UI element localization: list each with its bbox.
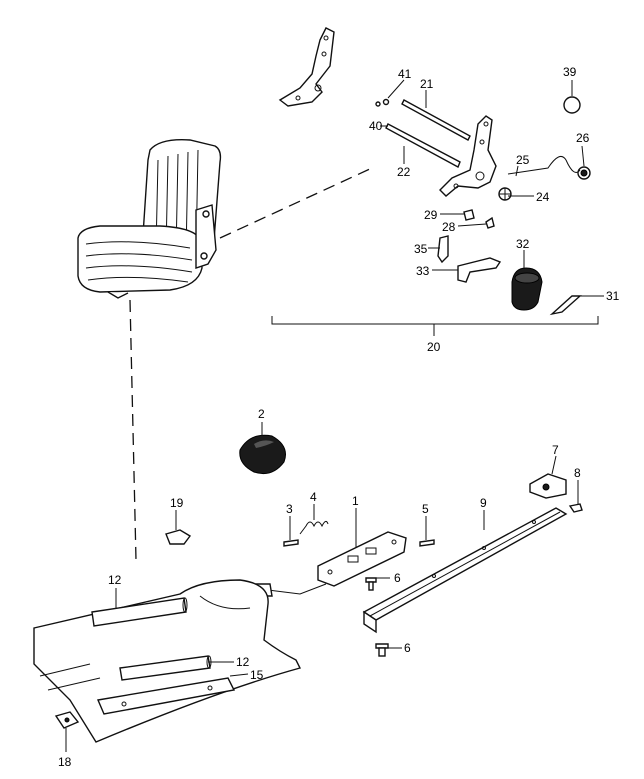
callout-2: 2: [258, 407, 265, 421]
callout-5: 5: [422, 502, 429, 516]
callout-7: 7: [552, 443, 559, 457]
clip-19: [165, 529, 192, 545]
spring-4: [299, 520, 329, 535]
bracket-20: [271, 316, 599, 336]
knob-2: [239, 434, 286, 475]
knob-32: [511, 267, 543, 311]
spring-clip-31: [549, 295, 582, 316]
callout-33: 33: [416, 264, 430, 278]
guide-tube-12-lower: [119, 655, 212, 681]
callout-12-lower: 12: [236, 655, 250, 669]
callout-29: 29: [424, 208, 438, 222]
clip-18: [54, 711, 80, 729]
leader-lines: [65, 79, 604, 752]
pin-5: [419, 539, 435, 547]
callout-20: 20: [427, 340, 441, 354]
callout-3: 3: [286, 502, 293, 516]
pin-3: [283, 539, 299, 547]
pin-35: [437, 235, 449, 264]
runner-15: [97, 677, 236, 715]
dashed-leader-lines: [129, 167, 373, 561]
callout-19: 19: [170, 496, 184, 510]
callout-18: 18: [58, 755, 72, 769]
callout-9: 9: [480, 496, 487, 510]
bracket-7: [529, 473, 567, 499]
callout-6-upper: 6: [394, 571, 401, 585]
gear-24: [498, 187, 512, 201]
callout-22: 22: [397, 165, 411, 179]
hinge-bracket-lower: [439, 115, 497, 197]
callout-labels: 41 21 40 22 39 26 25 24 29 28 35 33 32 3…: [58, 65, 620, 769]
callout-26: 26: [576, 131, 590, 145]
callout-35: 35: [414, 242, 428, 256]
callout-40: 40: [369, 119, 383, 133]
hinge-bracket-upper: [278, 27, 335, 107]
callout-25: 25: [516, 153, 530, 167]
callout-41: 41: [398, 67, 412, 81]
callout-32: 32: [516, 237, 530, 251]
bolt-6-upper: [365, 577, 377, 591]
lever-33: [457, 257, 502, 283]
callout-8: 8: [574, 466, 581, 480]
callout-31: 31: [606, 289, 620, 303]
spring-washer-26: [577, 166, 591, 180]
bolt-6-lower: [375, 643, 389, 657]
rod-21: [401, 99, 471, 141]
seat-illustration: [77, 139, 222, 299]
callout-24: 24: [536, 190, 550, 204]
callout-12-upper: 12: [108, 573, 122, 587]
mechanism-plate-1: [317, 531, 407, 587]
callout-6-lower: 6: [404, 641, 411, 655]
callout-1: 1: [352, 494, 359, 508]
callout-21: 21: [420, 77, 434, 91]
clip-28: [485, 216, 495, 229]
clip-29: [463, 209, 475, 221]
small-pins-40-41: [375, 98, 390, 107]
callout-28: 28: [442, 220, 456, 234]
callout-39: 39: [563, 65, 577, 79]
seat-rail-9: [362, 507, 568, 634]
bolt-8: [568, 503, 583, 513]
callout-4: 4: [310, 490, 317, 504]
guide-tube-12-upper: [91, 597, 188, 627]
callout-15: 15: [250, 668, 264, 682]
cable-25: [507, 155, 581, 175]
ring-39: [563, 96, 581, 114]
rod-22: [385, 123, 461, 168]
